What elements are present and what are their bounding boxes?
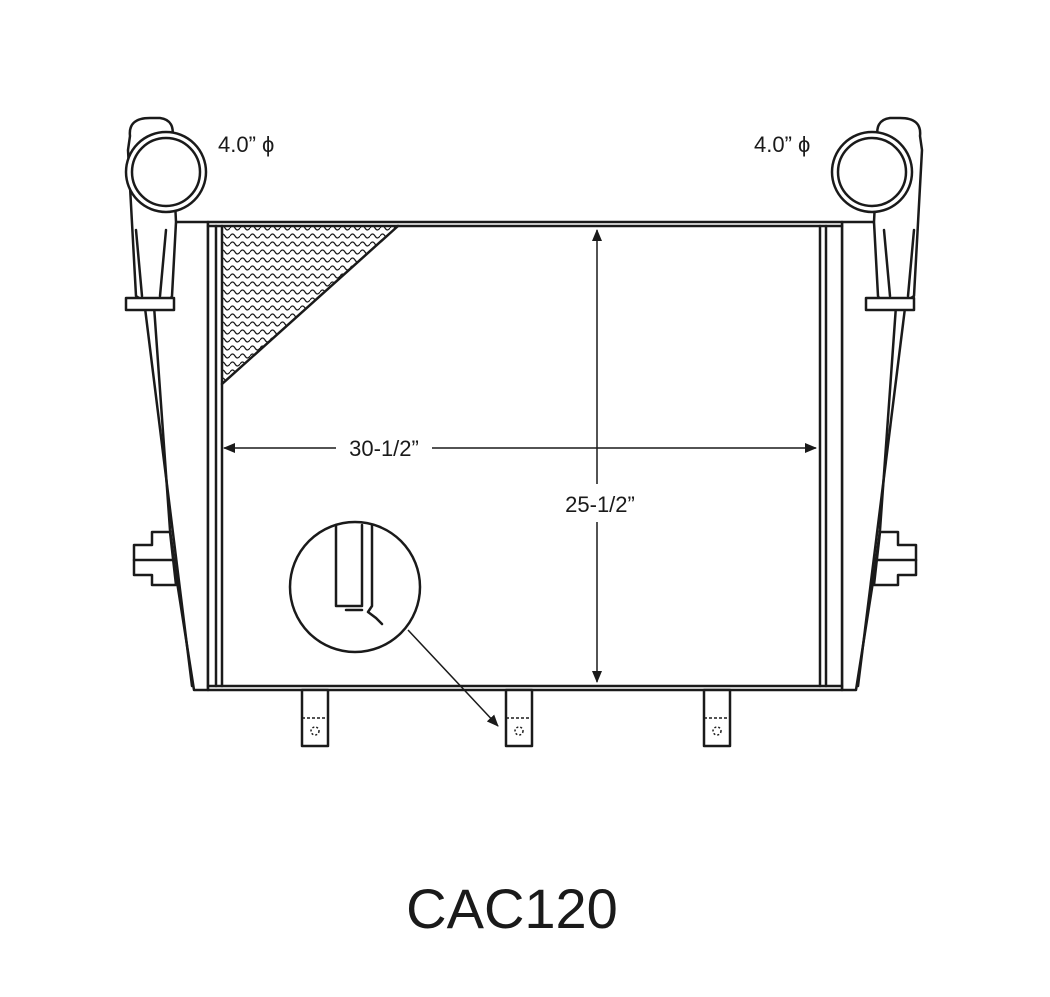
radiator-core	[206, 220, 844, 692]
bottom-tab-left	[300, 688, 330, 748]
detail-callout	[288, 520, 499, 727]
right-outlet-pipe	[830, 116, 924, 312]
height-dimension-label: 25-1/2”	[565, 492, 635, 517]
inlet-diameter-label: 4.0” ϕ	[218, 132, 274, 157]
left-inlet-pipe	[124, 116, 208, 312]
model-number: CAC120	[406, 877, 618, 940]
width-dimension-label: 30-1/2”	[349, 436, 419, 461]
bottom-tab-right	[702, 688, 732, 748]
right-tank	[840, 220, 918, 692]
outlet-diameter-label: 4.0” ϕ	[754, 132, 810, 157]
bottom-tab-center	[504, 688, 534, 748]
